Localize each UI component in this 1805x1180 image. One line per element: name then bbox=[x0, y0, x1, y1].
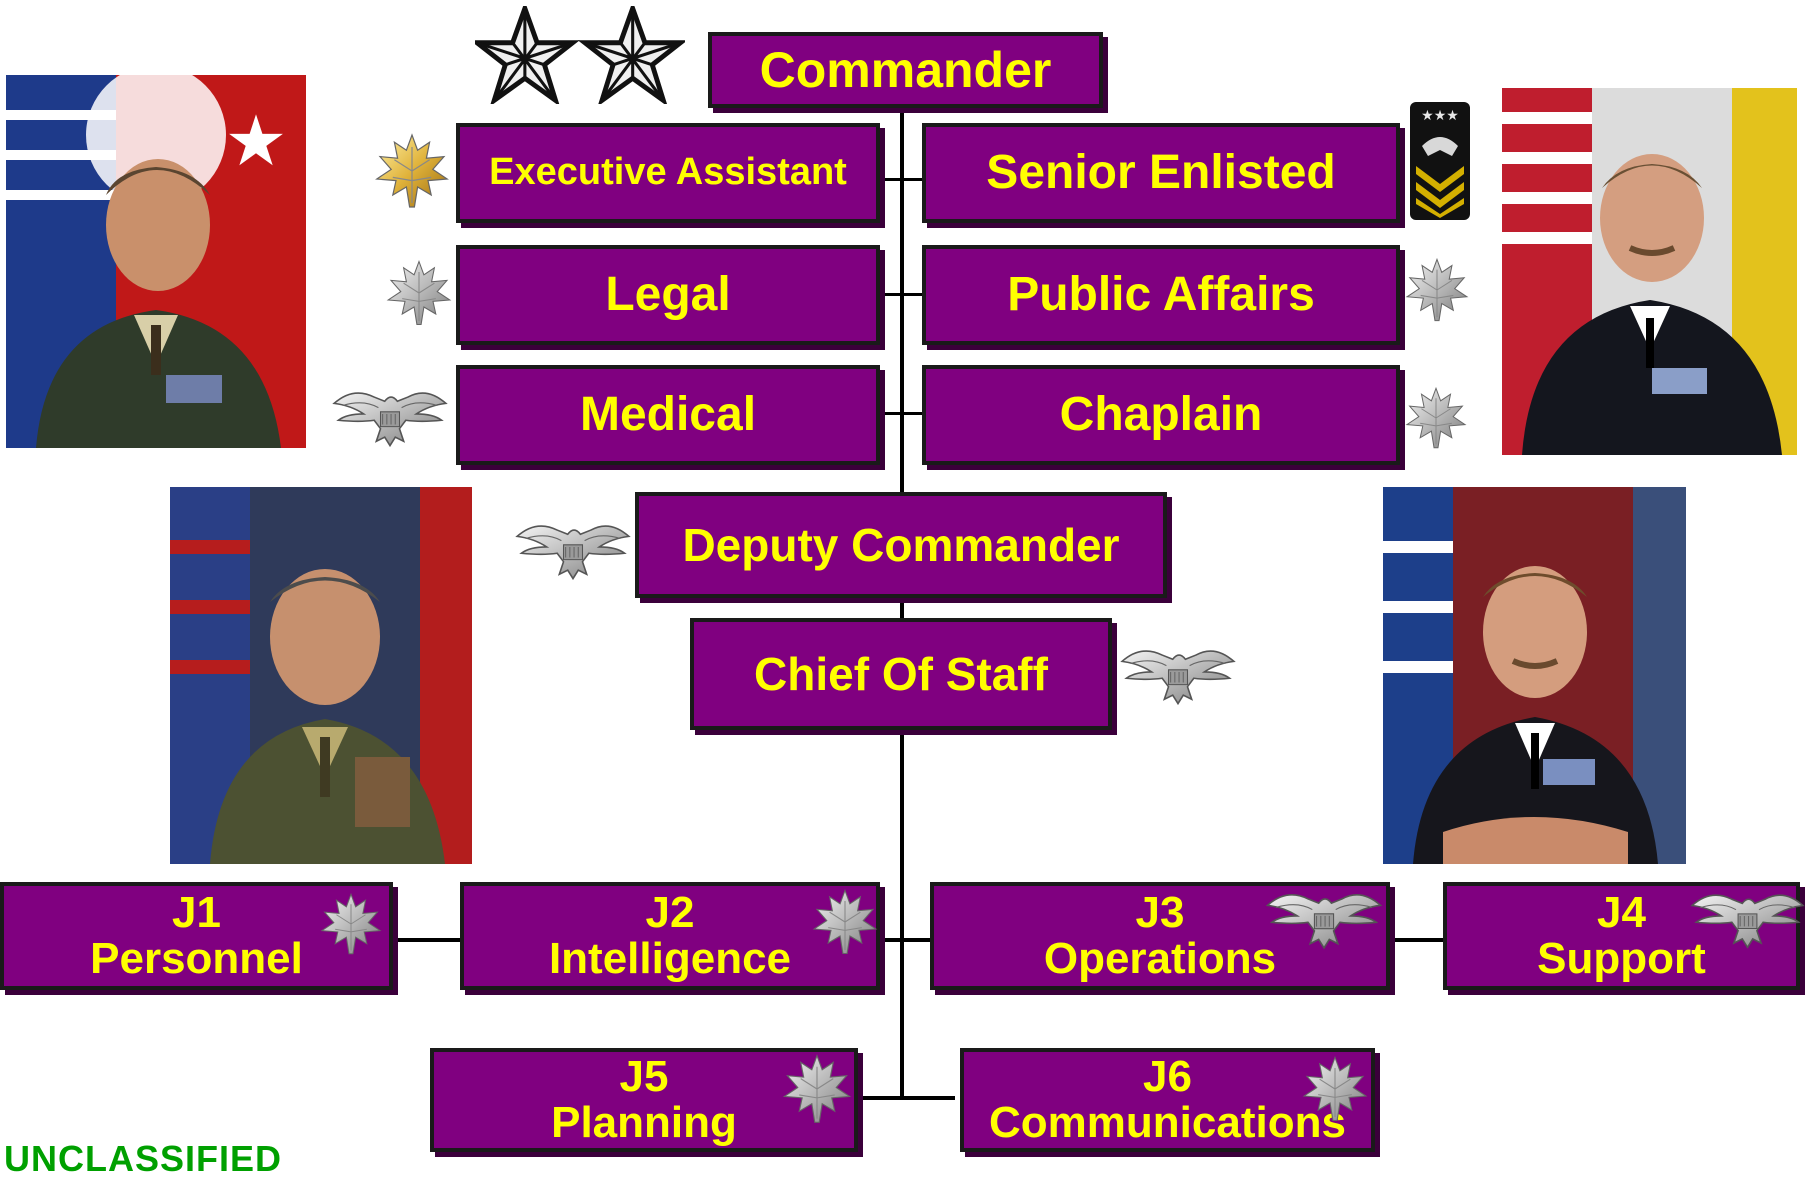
silver-oak-leaf-icon bbox=[1403, 253, 1471, 327]
silver-oak-leaf-icon bbox=[384, 256, 454, 330]
executive-assistant-label: Executive Assistant bbox=[489, 151, 847, 194]
senior-enlisted-box: Senior Enlisted bbox=[922, 123, 1400, 223]
senior-enlisted-portrait-photo bbox=[1502, 88, 1797, 455]
j6-code: J6 bbox=[1143, 1051, 1192, 1101]
executive-assistant-box: Executive Assistant bbox=[456, 123, 880, 223]
j4-box: J4 Support bbox=[1443, 882, 1800, 990]
silver-oak-leaf-icon bbox=[810, 886, 880, 958]
deputy-commander-box: Deputy Commander bbox=[635, 492, 1167, 598]
j3-name: Operations bbox=[1043, 934, 1277, 983]
chaplain-box: Chaplain bbox=[922, 365, 1400, 465]
silver-oak-leaf-icon bbox=[1300, 1052, 1370, 1126]
connector-line bbox=[900, 108, 904, 1098]
j4-name: Support bbox=[1537, 934, 1706, 983]
j2-code: J2 bbox=[645, 887, 695, 937]
commander-portrait-photo: ★ bbox=[6, 75, 306, 448]
eagle-insignia-icon bbox=[1690, 884, 1805, 950]
deputy-commander-label: Deputy Commander bbox=[682, 518, 1120, 571]
silver-oak-leaf-icon bbox=[780, 1052, 854, 1126]
public-affairs-box: Public Affairs bbox=[922, 245, 1400, 345]
chief-of-staff-label: Chief Of Staff bbox=[754, 647, 1048, 700]
legal-label: Legal bbox=[605, 267, 731, 321]
medical-label: Medical bbox=[579, 387, 757, 441]
chief-of-staff-box: Chief Of Staff bbox=[690, 618, 1112, 730]
j2-name: Intelligence bbox=[548, 934, 792, 983]
two-star-insignia-icon bbox=[475, 6, 685, 104]
j1-box: J1 Personnel bbox=[0, 882, 393, 990]
j2-box: J2 Intelligence bbox=[460, 882, 880, 990]
eagle-insignia-icon bbox=[515, 515, 631, 581]
commander-label: Commander bbox=[759, 41, 1052, 98]
deputy-commander-portrait-photo bbox=[170, 487, 472, 864]
master-chief-rating-badge-icon: ★★★ bbox=[1408, 100, 1472, 222]
j4-code: J4 bbox=[1597, 887, 1646, 937]
j6-name: Communications bbox=[989, 1098, 1346, 1147]
j5-name: Planning bbox=[551, 1098, 737, 1147]
silver-oak-leaf-icon bbox=[1403, 378, 1469, 458]
medical-box: Medical bbox=[456, 365, 880, 465]
j3-box: J3 Operations bbox=[930, 882, 1390, 990]
j5-code: J5 bbox=[619, 1051, 669, 1101]
eagle-insignia-icon bbox=[1265, 884, 1383, 950]
gold-oak-leaf-icon bbox=[372, 130, 452, 212]
eagle-insignia-icon bbox=[1120, 640, 1236, 706]
svg-text:★★★: ★★★ bbox=[1421, 108, 1459, 124]
connector-line bbox=[875, 293, 925, 296]
chief-of-staff-portrait-photo bbox=[1383, 487, 1686, 864]
classification-label: UNCLASSIFIED bbox=[4, 1138, 283, 1179]
silver-oak-leaf-icon bbox=[318, 888, 384, 960]
legal-box: Legal bbox=[456, 245, 880, 345]
eagle-insignia-icon bbox=[332, 382, 448, 448]
public-affairs-label: Public Affairs bbox=[1007, 267, 1315, 321]
j6-box: J6 Communications bbox=[960, 1048, 1375, 1152]
connector-line bbox=[855, 1096, 955, 1100]
connector-line bbox=[875, 412, 925, 415]
j1-code: J1 bbox=[172, 887, 221, 937]
chaplain-label: Chaplain bbox=[1059, 387, 1263, 441]
j5-box: J5 Planning bbox=[430, 1048, 858, 1152]
j3-code: J3 bbox=[1135, 887, 1185, 937]
svg-text:★: ★ bbox=[225, 100, 288, 182]
senior-enlisted-label: Senior Enlisted bbox=[986, 145, 1336, 199]
commander-box: Commander bbox=[708, 32, 1103, 108]
j1-name: Personnel bbox=[90, 934, 303, 983]
connector-line bbox=[875, 178, 925, 181]
